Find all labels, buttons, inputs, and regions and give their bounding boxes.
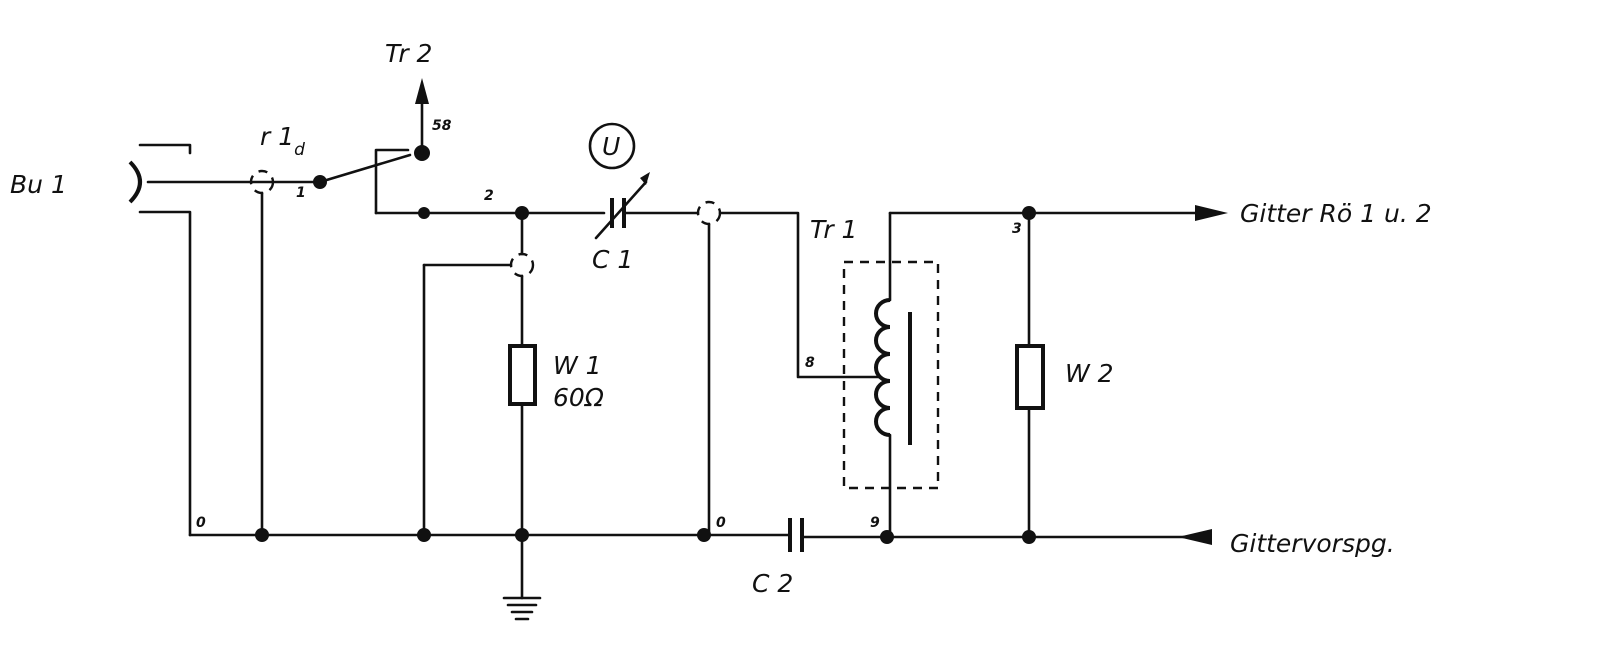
resistor-w2 xyxy=(1015,211,1045,540)
ground-symbol xyxy=(502,596,542,621)
node-2: 2 xyxy=(484,188,494,204)
capacitor-c2 xyxy=(788,518,1212,552)
node-0-mid: 0 xyxy=(716,515,726,531)
meter-u xyxy=(588,122,636,170)
label-w1-value: 60Ω xyxy=(553,383,604,412)
node-8: 8 xyxy=(805,355,815,371)
label-w1: W 1 xyxy=(553,351,602,380)
node-0-left: 0 xyxy=(196,515,206,531)
node-3: 3 xyxy=(1012,221,1022,237)
label-gittervorspg: Gittervorspg. xyxy=(1230,529,1395,558)
resistor-w1-branch xyxy=(422,211,537,600)
capacitor-c1 xyxy=(594,172,700,240)
label-w2: W 2 xyxy=(1065,359,1114,388)
input-arrow-gittervorspg xyxy=(1178,529,1212,545)
contact-c1-out xyxy=(696,200,882,537)
contact-r1d xyxy=(249,169,275,537)
transformer-tr1 xyxy=(842,211,1031,537)
node-9: 9 xyxy=(870,515,880,531)
label-bu1: Bu 1 xyxy=(10,170,67,199)
output-line-gitter xyxy=(1022,205,1228,221)
label-c2: C 2 xyxy=(752,569,793,598)
node-1: 1 xyxy=(296,185,306,201)
node-58: 58 xyxy=(432,118,452,134)
jack-socket-bu1 xyxy=(128,143,192,537)
label-tr1: Tr 1 xyxy=(810,215,857,244)
label-c1: C 1 xyxy=(592,245,633,274)
label-tr2: Tr 2 xyxy=(385,39,432,68)
label-u: U xyxy=(602,132,620,161)
label-gitter: Gitter Rö 1 u. 2 xyxy=(1240,199,1432,228)
switch-tr2 xyxy=(313,78,430,215)
label-r1d: r 1d xyxy=(260,122,305,160)
